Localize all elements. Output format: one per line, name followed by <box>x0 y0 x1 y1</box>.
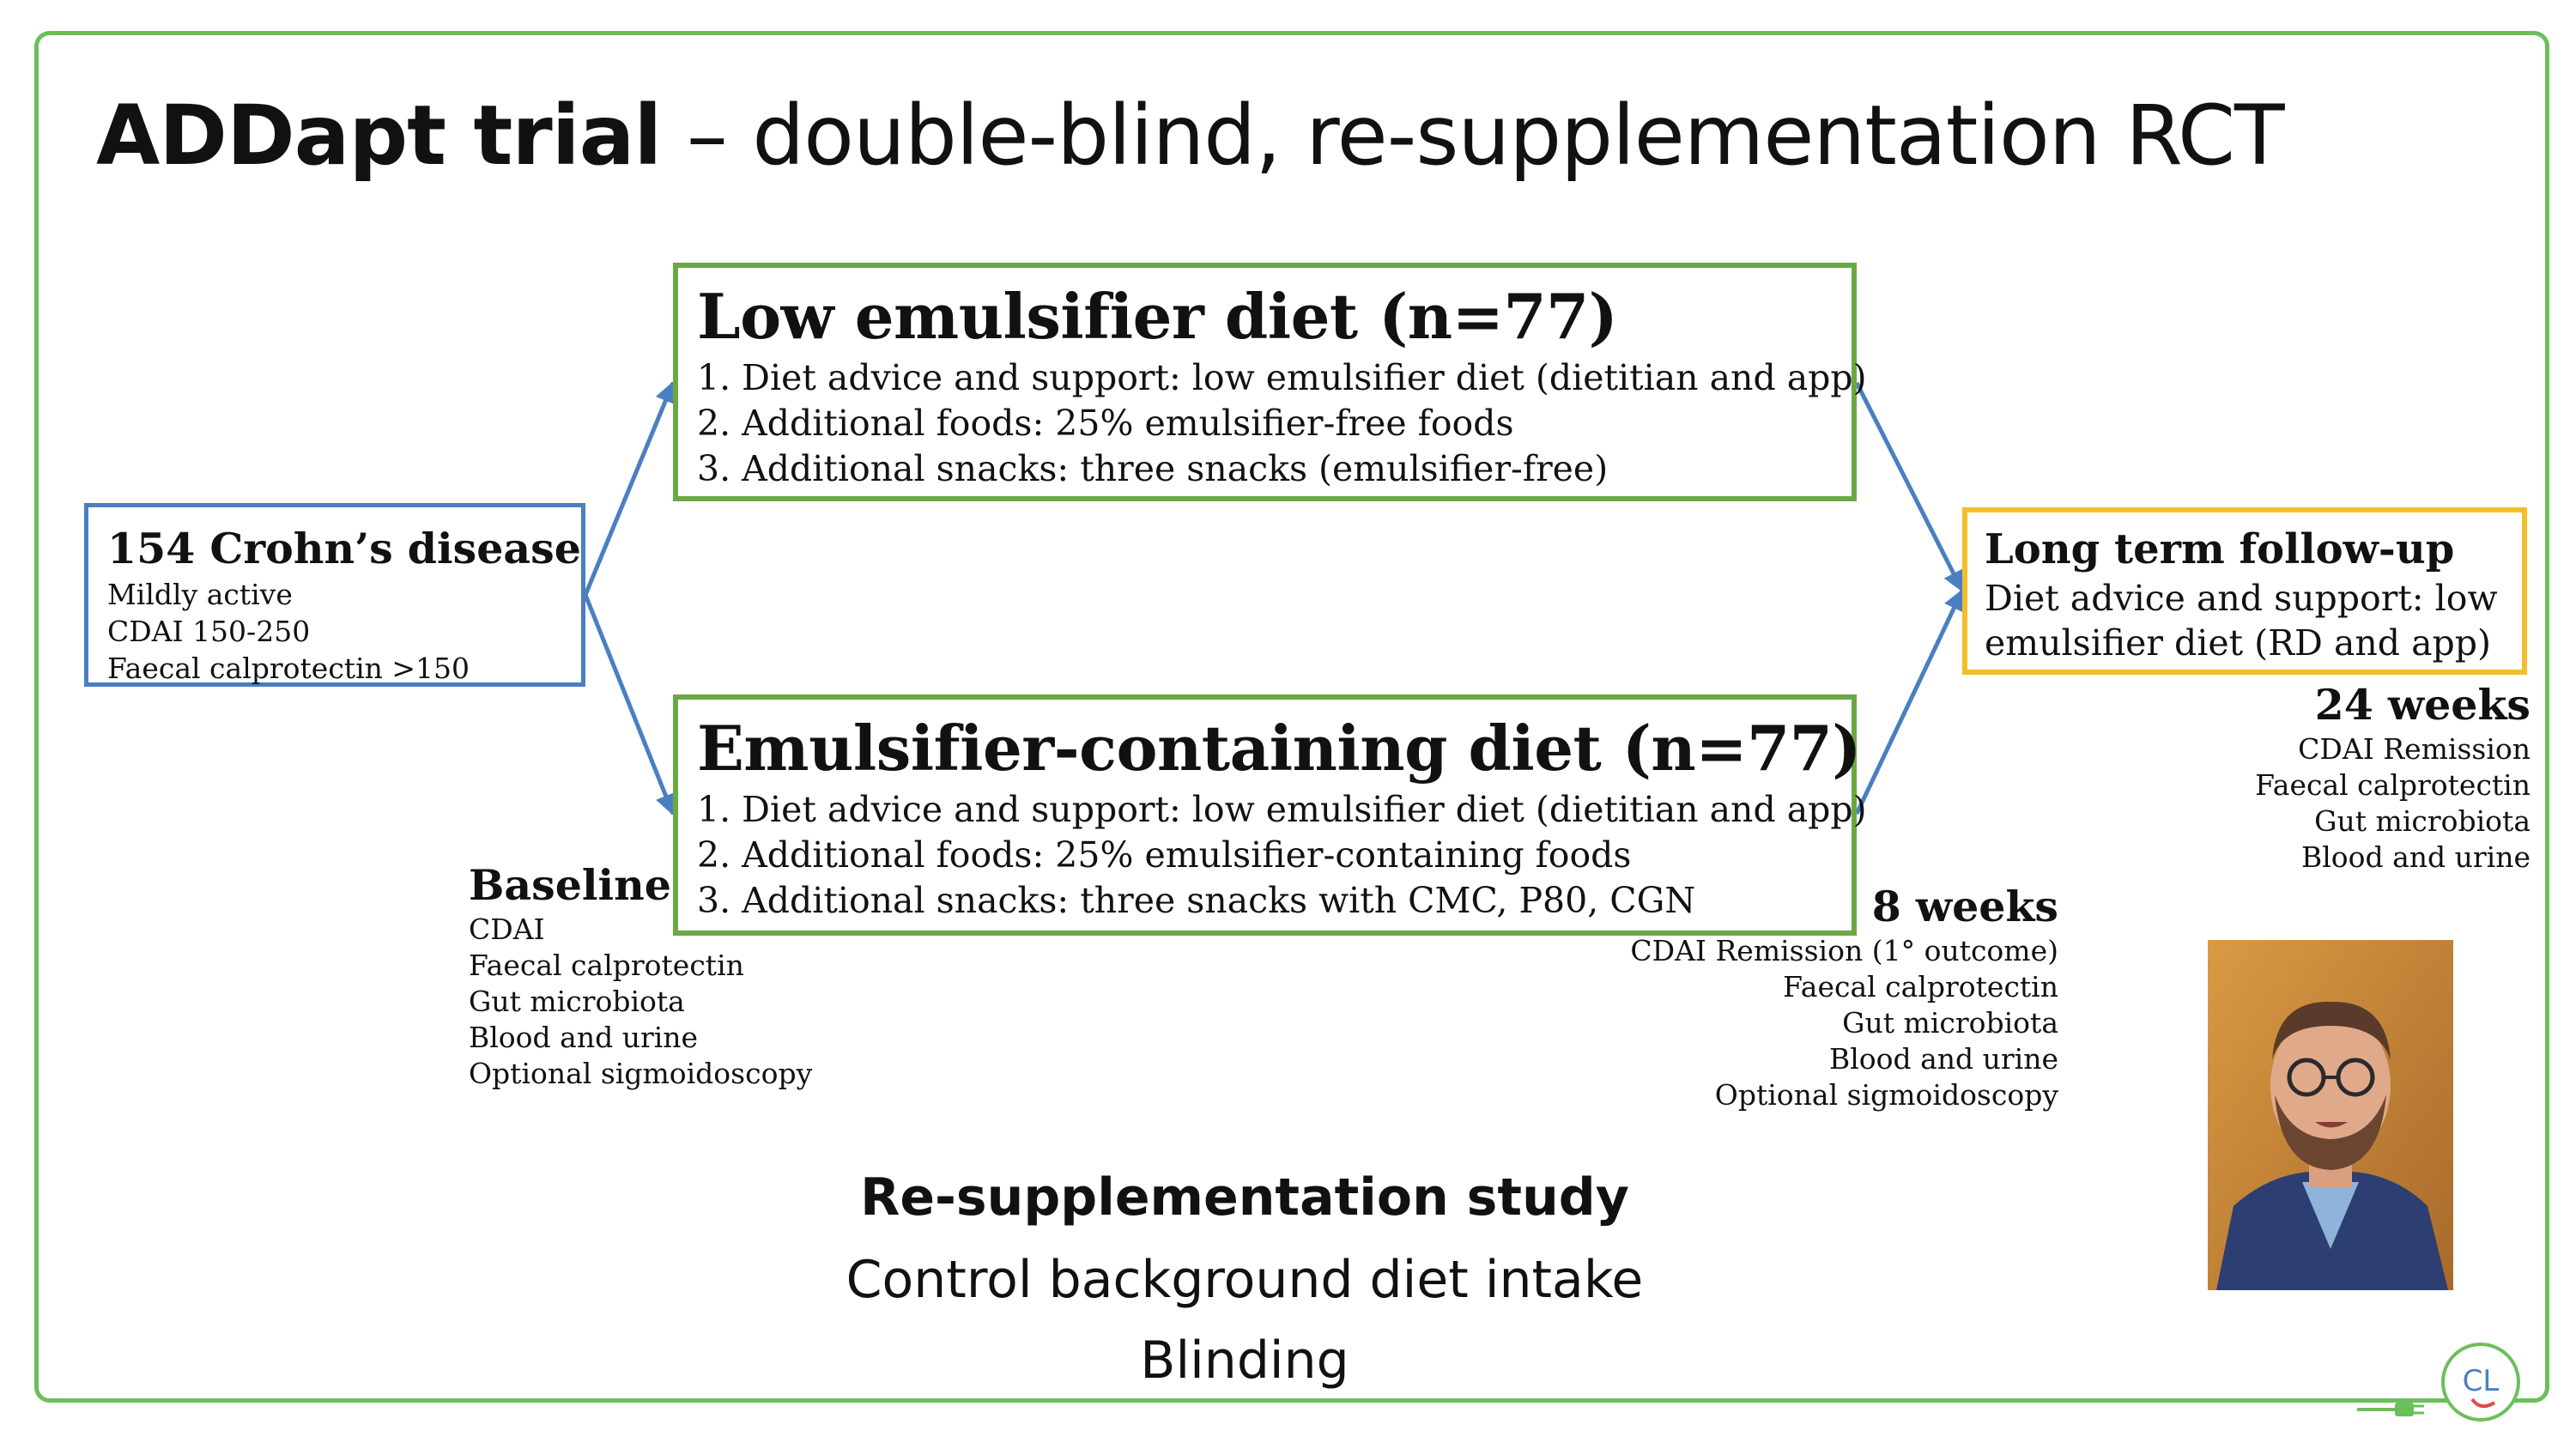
plug-icon <box>2357 1403 2424 1416</box>
baseline-item: Blood and urine <box>469 1021 699 1054</box>
population-item: CDAI 150-250 <box>107 615 311 648</box>
arrow-to-low-arm <box>583 380 676 596</box>
speaker-photo <box>2208 940 2453 1290</box>
cl-logo-icon: CL <box>2441 1343 2520 1422</box>
baseline-item: Optional sigmoidoscopy <box>469 1057 813 1090</box>
slide-title: ADDapt trial – double-blind, re-suppleme… <box>96 88 2285 184</box>
low-arm-item: 3. Additional snacks: three snacks (emul… <box>697 448 1609 489</box>
baseline-measures: Baseline CDAI Faecal calprotectin Gut mi… <box>469 858 812 1092</box>
week8-item: Optional sigmoidoscopy <box>1714 1078 2058 1112</box>
week8-item: Gut microbiota <box>1842 1006 2058 1040</box>
week8-heading: 8 weeks <box>1871 882 2058 931</box>
arrow-low-to-followup <box>1854 381 1965 593</box>
week8-measures: 8 weeks CDAI Remission (1° outcome) Faec… <box>1630 880 2058 1113</box>
low-arm-item: 2. Additional foods: 25% emulsifier-free… <box>697 403 1514 444</box>
title-bold: ADDapt trial <box>96 88 662 184</box>
arrow-to-emulsifier-arm <box>583 594 676 816</box>
population-heading: 154 Crohn’s disease <box>107 524 581 573</box>
low-arm-heading: Low emulsifier diet (n=77) <box>697 280 1618 353</box>
followup-item: emulsifier diet (RD and app) <box>1985 622 2492 664</box>
arrow-emulsifier-to-followup <box>1854 588 1965 815</box>
emulsifier-arm-heading: Emulsifier-containing diet (n=77) <box>697 712 1861 785</box>
baseline-item: Gut microbiota <box>469 985 685 1018</box>
population-item: Faecal calprotectin >150 <box>107 652 470 685</box>
week8-item: Blood and urine <box>1828 1042 2058 1076</box>
baseline-item: CDAI <box>469 912 545 946</box>
study-title: Re-supplementation study <box>860 1167 1629 1228</box>
week8-item: Faecal calprotectin <box>1783 970 2058 1003</box>
week24-item: CDAI Remission <box>2298 732 2531 766</box>
population-box: 154 Crohn’s disease Mildly active CDAI 1… <box>84 503 585 687</box>
baseline-item: Faecal calprotectin <box>469 949 744 982</box>
week24-item: Blood and urine <box>2300 840 2531 874</box>
population-item: Mildly active <box>107 578 293 611</box>
emulsifier-arm-item: 1. Diet advice and support: low emulsifi… <box>697 789 1867 830</box>
slide-frame <box>34 31 2549 1403</box>
title-rest: – double-blind, re-supplementation RCT <box>661 88 2285 184</box>
week24-measures: 24 weeks CDAI Remission Faecal calprotec… <box>2255 678 2531 876</box>
emulsifier-arm-box: Emulsifier-containing diet (n=77) 1. Die… <box>673 694 1867 936</box>
week24-heading: 24 weeks <box>2314 680 2531 730</box>
low-emulsifier-arm-box: Low emulsifier diet (n=77) 1. Diet advic… <box>673 263 1867 501</box>
week8-item: CDAI Remission (1° outcome) <box>1630 934 2058 967</box>
low-arm-item: 1. Diet advice and support: low emulsifi… <box>697 357 1867 398</box>
followup-heading: Long term follow-up <box>1985 525 2455 573</box>
logo-text: CL <box>2463 1364 2500 1398</box>
emulsifier-arm-item: 3. Additional snacks: three snacks with … <box>697 880 1696 921</box>
study-line: Blinding <box>1140 1331 1349 1391</box>
study-line: Control background diet intake <box>846 1250 1644 1310</box>
followup-item: Diet advice and support: low <box>1985 578 2498 619</box>
followup-box: Long term follow-up Diet advice and supp… <box>1962 507 2527 675</box>
week24-item: Faecal calprotectin <box>2255 768 2531 802</box>
emulsifier-arm-item: 2. Additional foods: 25% emulsifier-cont… <box>697 834 1632 876</box>
week24-item: Gut microbiota <box>2314 804 2531 838</box>
baseline-heading: Baseline <box>469 860 671 910</box>
